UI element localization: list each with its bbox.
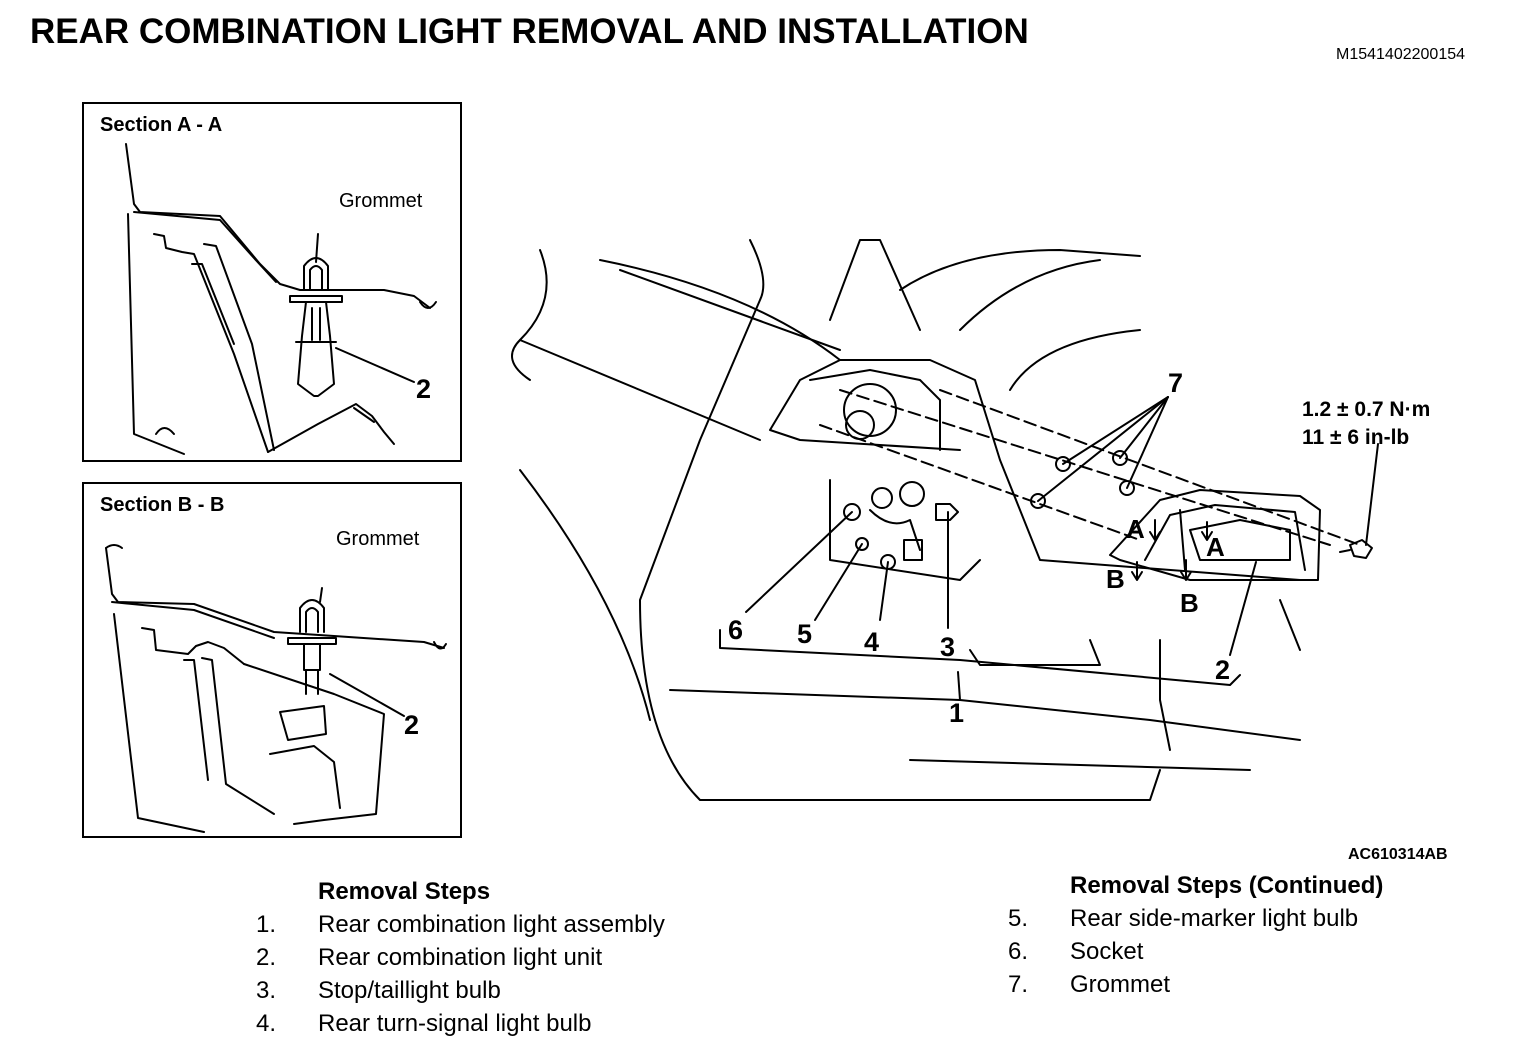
list-item: 7. Grommet [1008,968,1488,1001]
section-b-drawing [105,544,447,833]
callout-7: 7 [1168,368,1184,398]
section-a-drawing [125,143,437,455]
section-a-grommet-label: Grommet [339,190,423,212]
callout-3: 3 [940,632,956,662]
rear-combination-light-drawing [511,239,1379,801]
step-number: 2. [256,944,277,971]
section-b-callout-2: 2 [404,710,420,740]
section-a-callout-2: 2 [416,374,432,404]
step-number: 1. [256,911,277,938]
section-b-grommet-label: Grommet [336,528,420,550]
callout-2: 2 [1215,655,1231,685]
document-id: M1541402200154 [1336,46,1466,63]
callout-5: 5 [797,619,813,649]
step-text: Rear combination light assembly [318,911,665,938]
step-number: 5. [1008,905,1029,932]
list-item: 6. Socket [1008,935,1488,968]
removal-steps-continued-heading: Removal Steps (Continued) [1070,872,1384,899]
callout-section-b-left: B [1106,564,1125,594]
list-item: 2. Rear combination light unit [256,941,776,974]
list-item: 4. Rear turn-signal light bulb [256,1007,776,1040]
step-text: Stop/taillight bulb [318,977,501,1004]
torque-imperial: 11 ± 6 in-lb [1302,426,1410,449]
step-text: Rear combination light unit [318,944,603,971]
step-text: Rear side-marker light bulb [1070,905,1359,932]
callout-4: 4 [864,627,880,657]
torque-metric: 1.2 ± 0.7 N·m [1302,398,1431,421]
callout-1: 1 [949,698,965,728]
step-number: 6. [1008,938,1029,965]
section-a-title: Section A - A [100,114,223,136]
callout-section-b-right: B [1180,588,1199,618]
step-text: Grommet [1070,971,1171,998]
page-title: REAR COMBINATION LIGHT REMOVAL AND INSTA… [30,12,1029,51]
step-text: Socket [1070,938,1144,965]
section-b-title: Section B - B [100,494,225,516]
list-item: 5. Rear side-marker light bulb [1008,902,1488,935]
callout-section-a-right: A [1206,532,1225,562]
callout-section-a-left: A [1126,514,1145,544]
list-item: 3. Stop/taillight bulb [256,974,776,1007]
section-a-panel: Section A - A Grommet 2 [82,102,462,462]
callout-6: 6 [728,615,744,645]
step-text: Rear turn-signal light bulb [318,1010,592,1037]
torque-spec: 1.2 ± 0.7 N·m 11 ± 6 in-lb [1302,396,1430,452]
figure-id: AC610314AB [1348,846,1448,863]
removal-steps: Removal Steps 1. Rear combination light a… [256,875,776,1040]
removal-steps-continued: Removal Steps (Continued) 5. Rear side-ma… [1008,869,1488,1001]
section-b-panel: Section B - B Grommet 2 [82,482,462,838]
step-number: 3. [256,977,277,1004]
list-item: 1. Rear combination light assembly [256,908,776,941]
step-number: 4. [256,1010,277,1037]
step-number: 7. [1008,971,1029,998]
removal-steps-heading: Removal Steps [318,878,491,905]
